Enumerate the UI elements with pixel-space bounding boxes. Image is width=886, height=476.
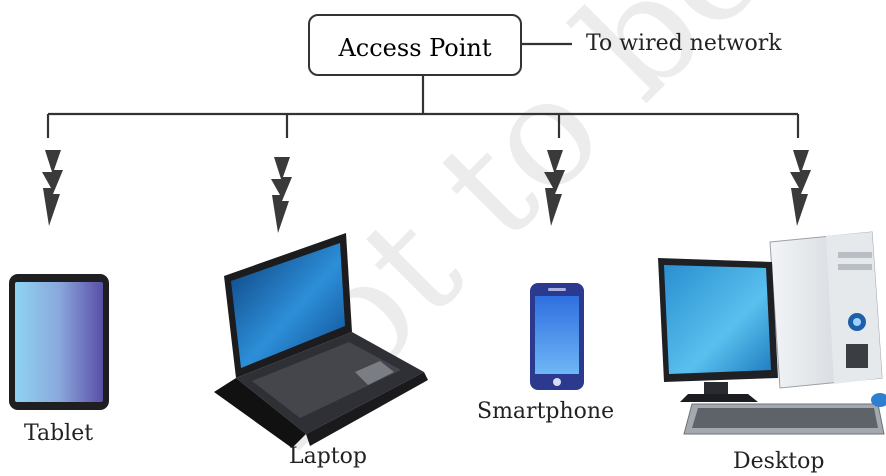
wireless-bolt-icon [544, 150, 565, 226]
access-point-label: Access Point [338, 34, 492, 62]
desktop-icon [658, 231, 886, 435]
device-label-laptop: Laptop [289, 444, 367, 469]
smartphone-icon [530, 283, 584, 390]
access-point-box: Access Point [308, 14, 522, 76]
wireless-bolt-icon [790, 150, 811, 226]
device-label-tablet: Tablet [24, 421, 94, 446]
uplink-label: To wired network [586, 31, 782, 56]
device-label-desktop: Desktop [733, 449, 825, 474]
tablet-icon [9, 274, 109, 410]
laptop-icon [214, 233, 428, 448]
wireless-bolt-icon [271, 157, 292, 233]
wireless-bolt-icon [42, 150, 63, 226]
device-label-smartphone: Smartphone [477, 399, 615, 424]
connection-lines [46, 42, 800, 138]
